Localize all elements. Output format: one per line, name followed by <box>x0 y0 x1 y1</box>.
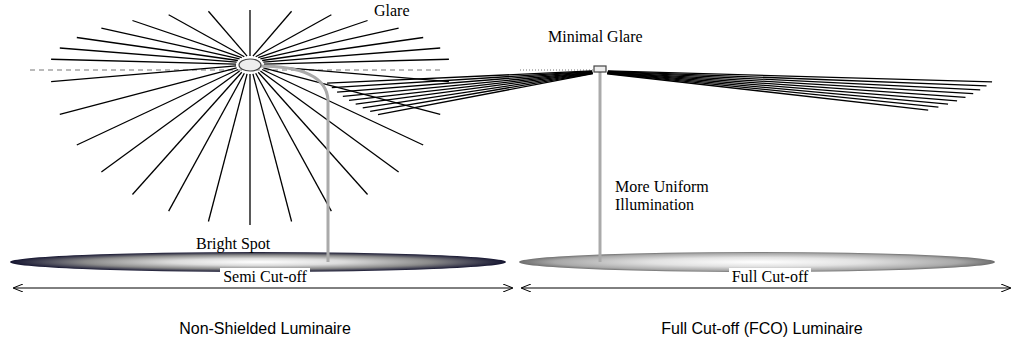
light-ray <box>378 74 593 115</box>
light-ray <box>356 73 593 104</box>
extent-label: Semi Cut-off <box>220 268 310 286</box>
glare-label: Minimal Glare <box>548 28 643 46</box>
luminaire <box>239 59 261 71</box>
luminaire-label: Non-Shielded Luminaire <box>179 320 351 338</box>
light-ray <box>608 73 958 101</box>
luminaire <box>594 66 606 72</box>
luminaire-label: Full Cut-off (FCO) Luminaire <box>661 320 863 338</box>
light-ray <box>343 72 592 96</box>
light-ray <box>607 73 948 104</box>
light-ray <box>264 59 449 64</box>
light-ray <box>253 74 292 222</box>
light-ray <box>208 11 247 56</box>
light-ray <box>337 72 592 92</box>
light-ray <box>132 21 241 58</box>
light-ray <box>607 74 928 110</box>
light-ray <box>262 38 423 61</box>
light-ray <box>60 48 237 62</box>
light-rays <box>51 10 449 225</box>
light-ray <box>256 73 332 211</box>
light-ray <box>249 74 250 225</box>
illumination-label: More Uniform Illumination <box>612 178 738 215</box>
pole <box>258 66 328 262</box>
light-ray <box>60 68 237 115</box>
light-ray <box>253 11 292 56</box>
extent-arrow <box>522 288 1010 289</box>
extent-arrow <box>14 288 512 289</box>
light-ray <box>349 72 592 100</box>
light-ray <box>169 15 245 57</box>
light-ray <box>262 70 423 146</box>
light-ray <box>249 10 250 56</box>
light-rays <box>327 71 992 115</box>
light-ray <box>608 72 973 94</box>
extent-label: Full Cut-off <box>729 268 812 286</box>
light-ray <box>51 66 236 82</box>
light-ray <box>363 73 593 108</box>
light-ray <box>370 73 593 111</box>
light-ray <box>256 15 332 57</box>
light-ray <box>77 70 238 146</box>
light-ray <box>101 71 239 172</box>
light-ray <box>208 74 247 222</box>
glare-label: Glare <box>374 2 410 20</box>
light-ray <box>260 71 398 172</box>
bright-spot-label: Bright Spot <box>196 235 270 253</box>
horizon-line <box>520 70 600 71</box>
light-ray <box>607 73 938 107</box>
pole <box>599 72 602 262</box>
